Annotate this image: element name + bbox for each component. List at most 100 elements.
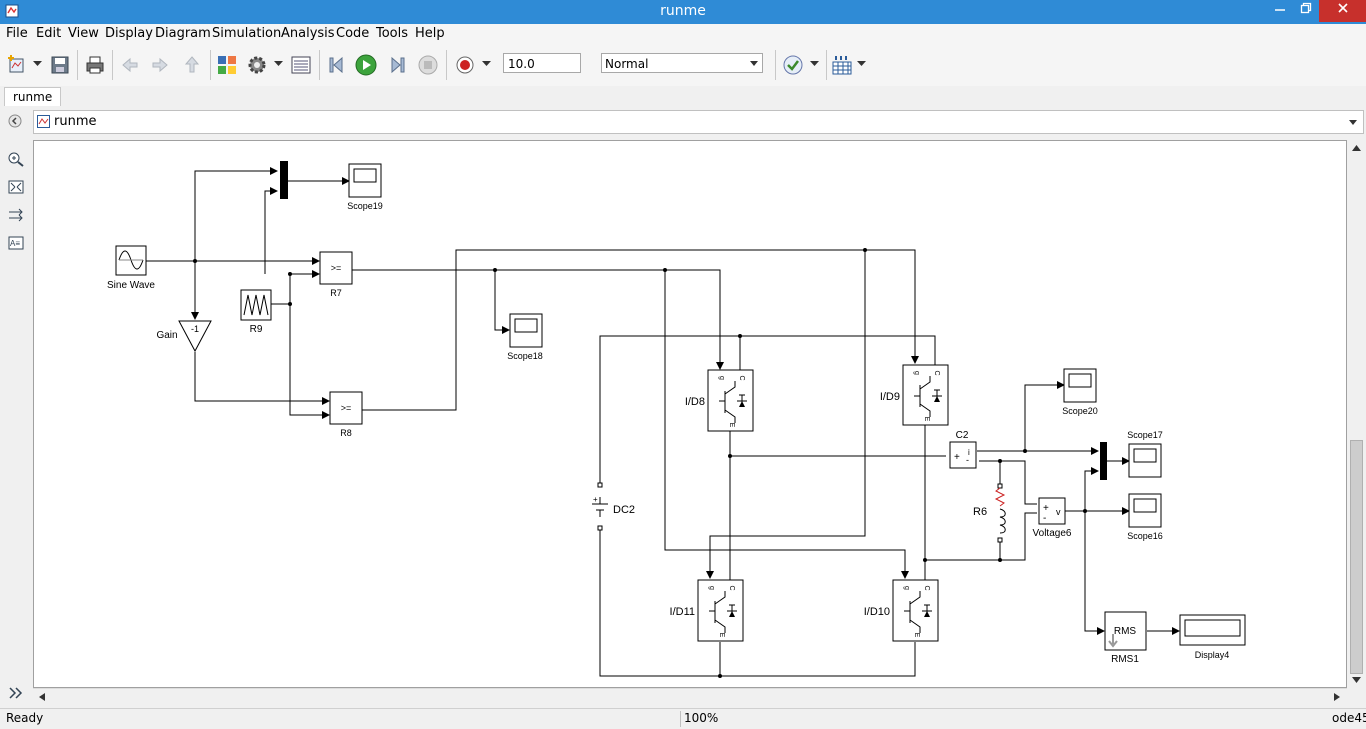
stop-time-input[interactable]: 10.0: [503, 53, 581, 73]
display4-block[interactable]: Display4: [1179, 614, 1246, 660]
menu-diagram[interactable]: Diagram: [155, 26, 211, 41]
build-dropdown-icon[interactable]: [857, 60, 866, 68]
scroll-up-icon[interactable]: [1350, 142, 1363, 154]
menu-tools[interactable]: Tools: [376, 26, 409, 41]
r6-rl-branch-block[interactable]: R6: [973, 483, 1006, 543]
scope18-block[interactable]: Scope18: [507, 313, 543, 361]
menu-code[interactable]: Code: [336, 26, 370, 41]
mux2-block[interactable]: [1100, 442, 1107, 480]
build-grid-icon[interactable]: [831, 54, 853, 76]
igbt-id8-g-port: g: [718, 376, 725, 380]
close-button[interactable]: [1319, 0, 1366, 22]
rms1-label: RMS1: [1111, 654, 1139, 665]
menu-help[interactable]: Help: [415, 26, 445, 41]
igbt-id11-e-port: E: [718, 633, 725, 638]
scope16-block[interactable]: Scope16: [1127, 493, 1163, 541]
step-back-icon[interactable]: [326, 54, 348, 76]
voltage6-v-port: v: [1056, 507, 1061, 517]
vertical-scroll-thumb[interactable]: [1350, 440, 1363, 674]
expand-palette-icon[interactable]: [7, 685, 25, 701]
menu-file[interactable]: File: [6, 26, 28, 41]
gain-block[interactable]: -1 Gain: [156, 320, 212, 353]
restore-icon: [1300, 2, 1312, 14]
print-icon[interactable]: [84, 54, 106, 76]
igbt-id11-block[interactable]: g C E I/D11: [670, 579, 744, 642]
r7-label: R7: [330, 288, 342, 298]
scroll-down-icon[interactable]: [1350, 674, 1363, 686]
annotation-icon[interactable]: A≡: [7, 235, 25, 251]
igbt-id8-e-port: E: [728, 423, 735, 428]
model-advisor-check-icon[interactable]: [782, 54, 804, 76]
c2-current-measurement-block[interactable]: + - i C2: [949, 430, 977, 469]
status-bar: Ready 100% ode45: [0, 708, 1366, 729]
igbt-id11-label: I/D11: [670, 606, 695, 618]
menu-analysis[interactable]: Analysis: [281, 26, 335, 41]
settings-dropdown-icon[interactable]: [274, 60, 283, 68]
tab-runme[interactable]: runme: [4, 87, 62, 107]
scroll-right-icon[interactable]: [1332, 691, 1342, 703]
menu-simulation[interactable]: Simulation: [212, 26, 282, 41]
new-dropdown-icon[interactable]: [33, 60, 42, 68]
r7-relational-operator-block[interactable]: >= R7: [319, 251, 353, 298]
voltage6-minus-sign: -: [1043, 513, 1046, 524]
r8-relational-operator-block[interactable]: >= R8: [329, 391, 363, 438]
chevron-down-icon[interactable]: [1348, 117, 1358, 127]
svg-text:A≡: A≡: [10, 239, 20, 248]
model-icon: [37, 115, 50, 128]
hide-browser-icon[interactable]: [8, 114, 22, 128]
zoom-icon[interactable]: [7, 151, 25, 167]
scope17-block[interactable]: Scope17: [1127, 430, 1163, 478]
voltage6-measurement-block[interactable]: + - v Voltage6: [1033, 497, 1072, 539]
menu-edit[interactable]: Edit: [36, 26, 62, 41]
model-explorer-icon[interactable]: [290, 54, 312, 76]
menu-view[interactable]: View: [68, 26, 99, 41]
igbt-id10-g-port: g: [903, 586, 910, 590]
back-icon[interactable]: [119, 54, 141, 76]
step-forward-icon[interactable]: [386, 54, 408, 76]
settings-gear-icon[interactable]: [246, 54, 268, 76]
r9-repeating-sequence-block[interactable]: R9: [240, 289, 272, 335]
block-diagram[interactable]: Sine Wave -1 Gain R9 Scope19 >= R7 >= R8…: [34, 141, 1347, 688]
model-path-field[interactable]: runme: [33, 110, 1364, 134]
stop-icon[interactable]: [417, 54, 439, 76]
igbt-id9-c-port: C: [933, 370, 940, 375]
record-dropdown-icon[interactable]: [482, 60, 491, 68]
chevron-down-icon: [750, 61, 758, 66]
scope20-block[interactable]: Scope20: [1062, 368, 1098, 416]
menu-display[interactable]: Display: [105, 26, 153, 41]
simulation-mode-select[interactable]: Normal: [601, 53, 763, 73]
up-icon[interactable]: [181, 54, 203, 76]
scope19-block[interactable]: Scope19: [347, 163, 383, 211]
igbt-id8-block[interactable]: g C E I/D8: [685, 369, 754, 432]
dc2-voltage-source-block[interactable]: + DC2: [592, 482, 635, 531]
left-palette: A≡: [0, 140, 33, 706]
new-model-icon[interactable]: [6, 54, 28, 76]
igbt-id9-block[interactable]: g C E I/D9: [880, 364, 949, 426]
diagram-canvas[interactable]: Sine Wave -1 Gain R9 Scope19 >= R7 >= R8…: [33, 140, 1347, 688]
scroll-left-icon[interactable]: [37, 691, 47, 703]
library-browser-icon[interactable]: [216, 54, 238, 76]
minimize-button[interactable]: [1267, 0, 1293, 22]
horizontal-scrollbar[interactable]: [33, 688, 1347, 706]
menu-bar: File Edit View Display Diagram Simulatio…: [0, 24, 1366, 44]
save-icon[interactable]: [49, 54, 71, 76]
sine-wave-block[interactable]: Sine Wave: [107, 245, 155, 291]
forward-icon[interactable]: [149, 54, 171, 76]
voltage6-plus-sign: +: [1043, 503, 1049, 514]
c2-label: C2: [956, 430, 969, 441]
igbt-id8-c-port: C: [738, 375, 745, 380]
advisor-dropdown-icon[interactable]: [810, 60, 819, 68]
mux-block[interactable]: [280, 161, 288, 199]
arrows-icon[interactable]: [7, 207, 25, 223]
rms1-block[interactable]: RMS RMS1: [1104, 611, 1147, 665]
fit-to-view-icon[interactable]: [7, 179, 25, 195]
restore-button[interactable]: [1293, 0, 1319, 22]
vertical-scrollbar[interactable]: [1347, 140, 1366, 688]
junction-dots: [193, 248, 1087, 678]
run-icon[interactable]: [355, 54, 377, 76]
igbt-id9-e-port: E: [923, 417, 930, 422]
model-tabstrip: runme: [0, 86, 1366, 107]
igbt-id10-block[interactable]: g C E I/D10: [864, 579, 939, 642]
record-icon[interactable]: [454, 54, 476, 76]
igbt-id9-label: I/D9: [880, 391, 900, 403]
